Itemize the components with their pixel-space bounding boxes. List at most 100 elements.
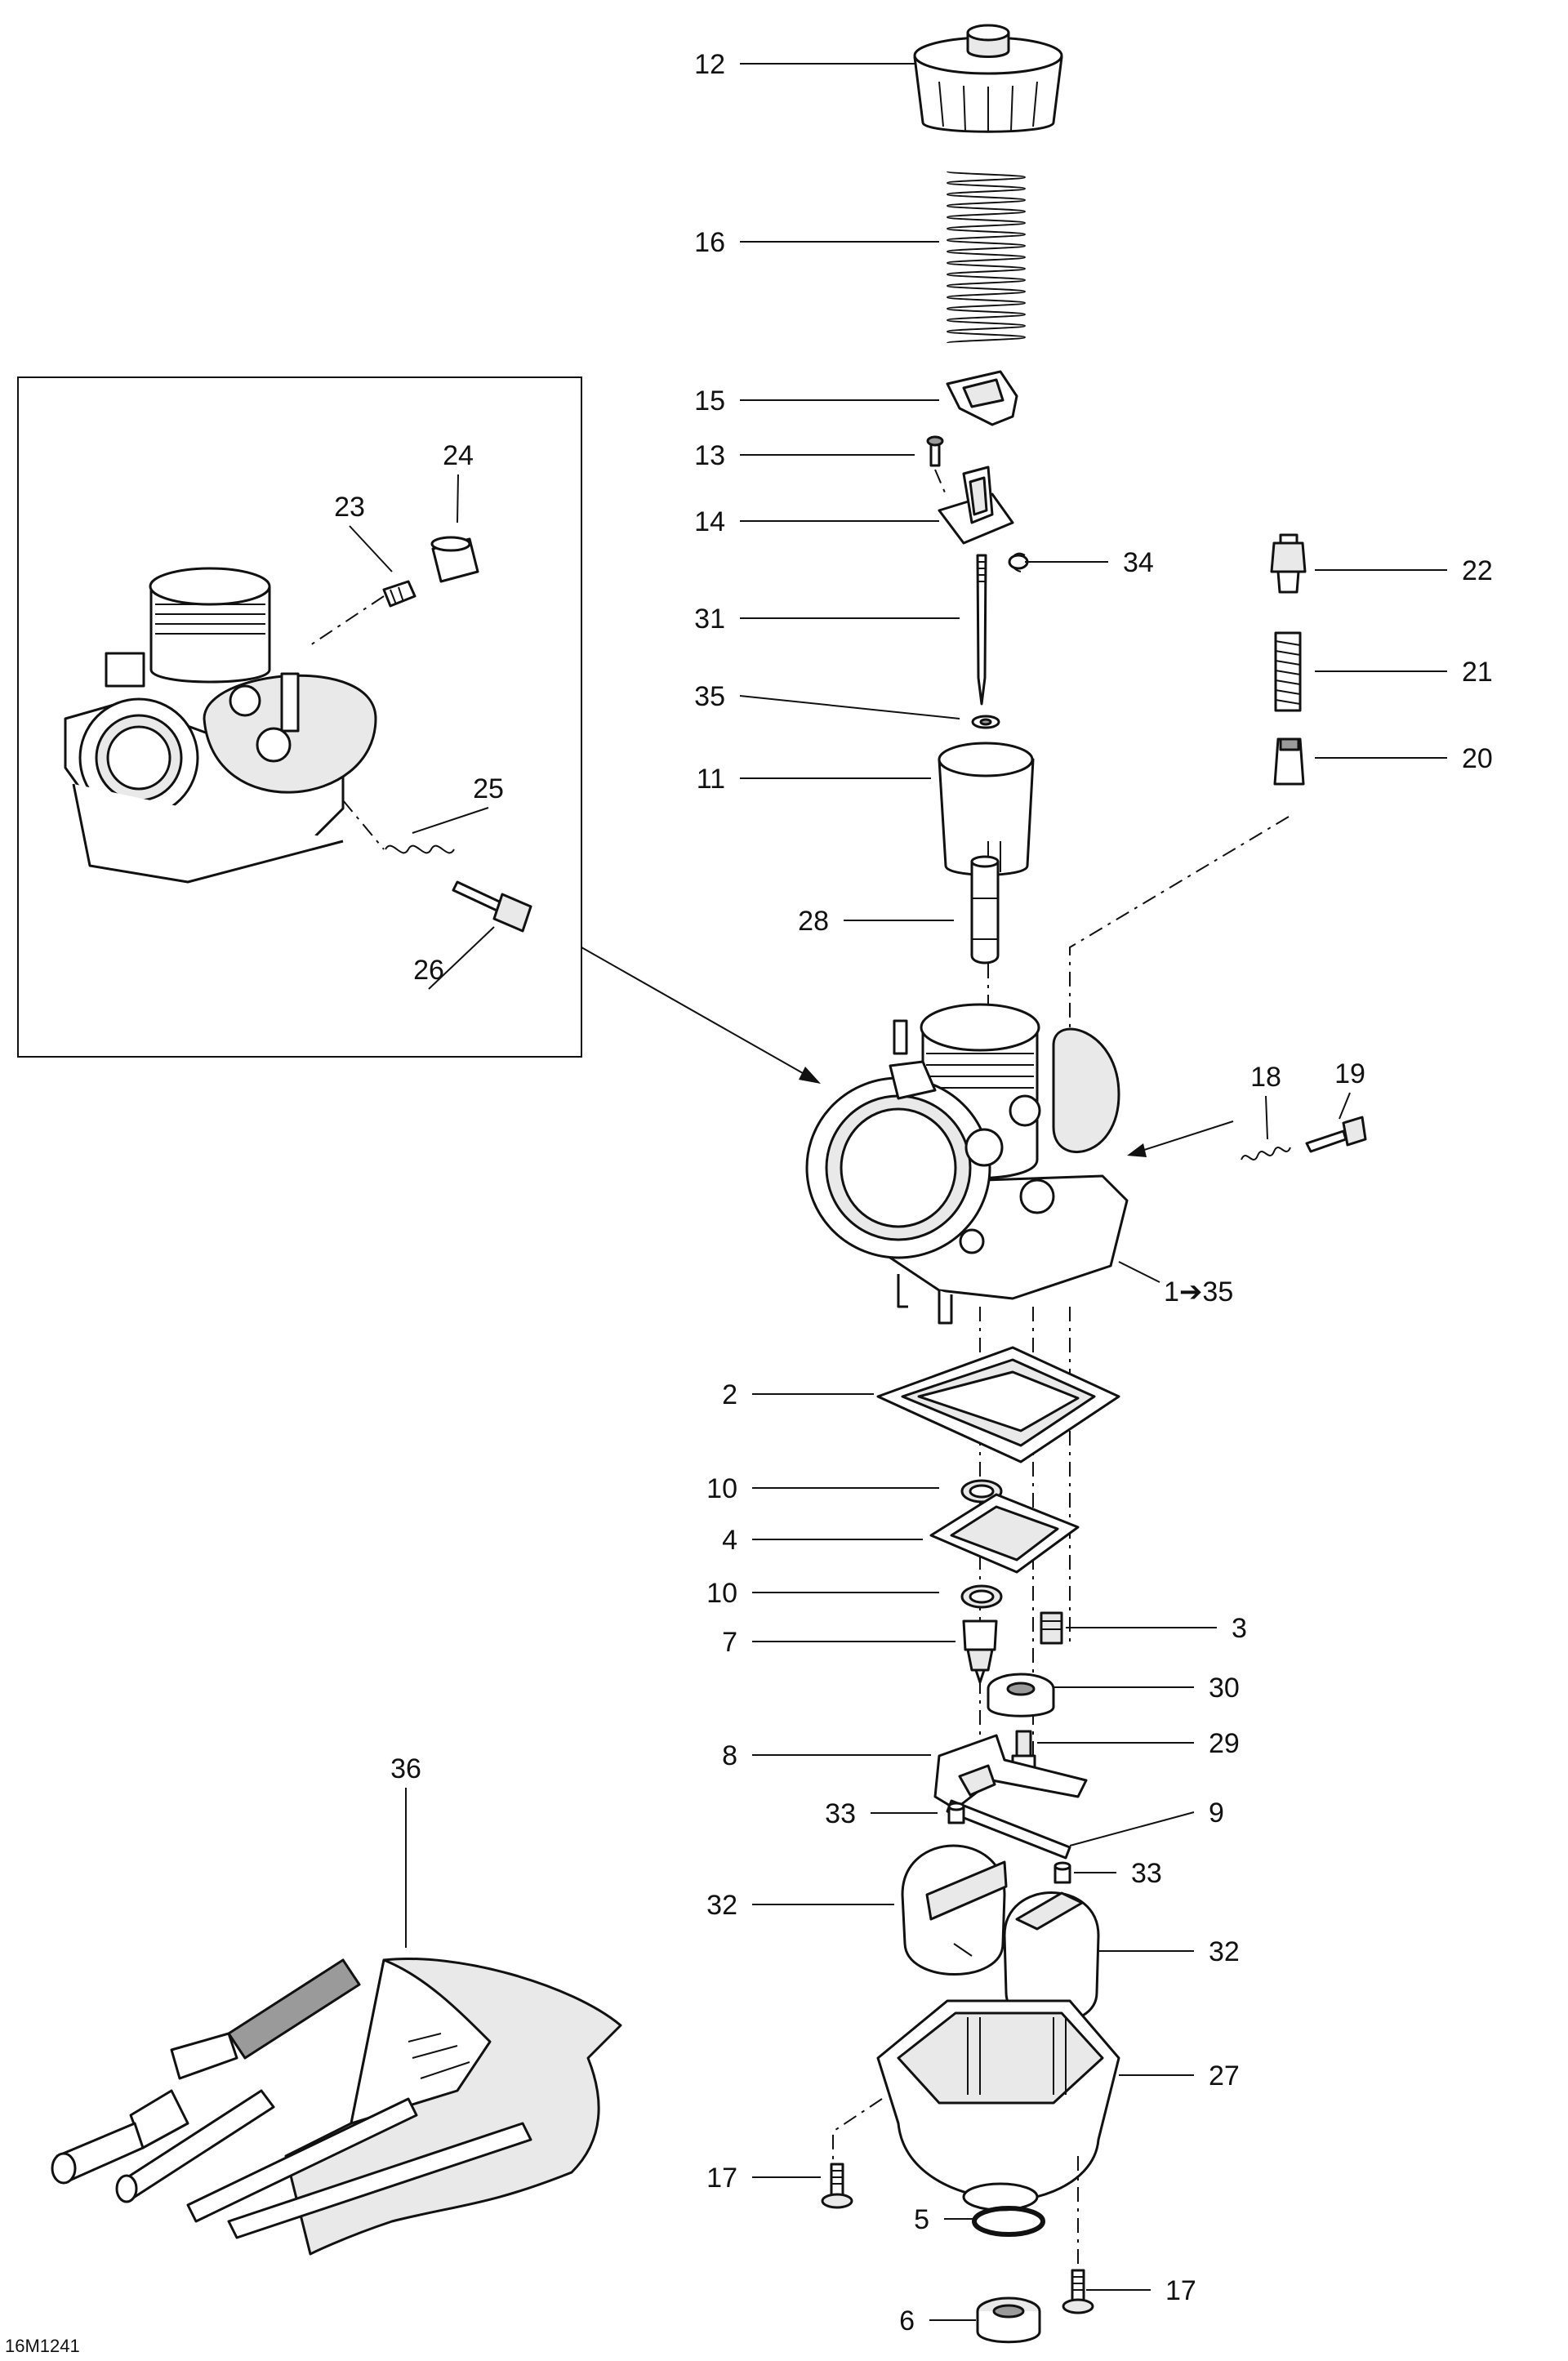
callout-32b: 32 (1098, 1936, 1240, 1967)
callout-label: 32 (706, 1890, 737, 1921)
callout-5: 5 (914, 2204, 976, 2235)
callout-label: 15 (694, 385, 725, 417)
callout-14: 14 (694, 506, 939, 537)
callout-16: 16 (694, 227, 939, 258)
gasket-2 (876, 1346, 1120, 1463)
callout-label: 25 (473, 773, 504, 804)
float-bowl-27 (876, 1999, 1120, 2212)
callout-leader-line (428, 926, 495, 990)
callout-label: 13 (694, 440, 725, 471)
callout-26: 26 (413, 926, 495, 990)
jet-holder-30 (987, 1673, 1055, 1717)
oring-5 (972, 2206, 1045, 2237)
callout-17a: 17 (706, 2163, 821, 2194)
callout-24: 24 (443, 440, 474, 523)
callout-19: 19 (1334, 1058, 1365, 1120)
callout-label: 17 (1165, 2275, 1196, 2306)
callout-leader-line (1339, 1092, 1351, 1120)
callout-leader-line (349, 525, 393, 572)
washer-35 (971, 715, 1000, 729)
rod-28 (970, 855, 1000, 964)
callout-label: 34 (1123, 547, 1154, 578)
callout-label: 9 (1209, 1797, 1224, 1829)
callout-label: 5 (914, 2204, 929, 2235)
plate-4 (929, 1493, 1080, 1574)
callout-label: 22 (1462, 555, 1493, 586)
callout-4: 4 (722, 1525, 923, 1556)
callout-15: 15 (694, 385, 939, 417)
callout-label: 8 (722, 1740, 737, 1771)
callout-30: 30 (1054, 1673, 1240, 1704)
callout-label: 4 (722, 1525, 737, 1556)
callout-31: 31 (694, 604, 960, 635)
callout-13: 13 (694, 440, 915, 471)
callout-34: 34 (1025, 547, 1154, 578)
callout-label: 3 (1232, 1613, 1247, 1644)
callout-11: 11 (697, 764, 931, 795)
callout-label: 10 (706, 1578, 737, 1609)
callout-leader-line (739, 695, 960, 719)
callout-label: 26 (413, 955, 444, 986)
cap-24 (430, 536, 479, 583)
screw-17-left (821, 2163, 853, 2209)
callout-label: 32 (1209, 1936, 1240, 1967)
callout-9: 9 (1069, 1797, 1224, 1846)
oring-10-lower (960, 1584, 1003, 1609)
callout-label: 29 (1209, 1728, 1240, 1759)
callout-label: 23 (334, 492, 365, 523)
plate-14 (938, 466, 1014, 545)
callout-leader-line (412, 807, 489, 834)
callout-23: 23 (334, 492, 393, 572)
callout-label: 10 (706, 1473, 737, 1504)
callout-label: 2 (722, 1379, 737, 1410)
callout-label: 17 (706, 2163, 737, 2194)
detail-inset (17, 376, 582, 1058)
screw-17-right (1062, 2269, 1094, 2314)
callout-label: 28 (798, 906, 829, 937)
cap-33-left (947, 1802, 965, 1824)
jet-23 (382, 580, 416, 608)
inset-carburetor-body (64, 567, 377, 884)
callout-6: 6 (899, 2305, 976, 2336)
callout-label: 24 (443, 440, 474, 471)
callout-10a: 10 (706, 1473, 939, 1504)
callout-label: 7 (722, 1627, 737, 1658)
cap-33-right (1054, 1861, 1071, 1884)
callout-label: 35 (694, 681, 725, 712)
callout-20: 20 (1315, 743, 1493, 774)
callout-17b: 17 (1086, 2275, 1196, 2306)
jet-3 (1040, 1611, 1063, 1645)
callout-label: 20 (1462, 743, 1493, 774)
carburetor-main-body (805, 964, 1129, 1325)
callout-leader-line (1265, 1095, 1268, 1140)
callout-27: 27 (1119, 2060, 1240, 2091)
callout-35: 35 (694, 681, 960, 719)
eclip-34 (1008, 552, 1029, 572)
callout-33b: 33 (1074, 1858, 1162, 1889)
needle-31 (976, 554, 987, 706)
figure-code: 16M1241 (5, 2336, 80, 2356)
callout-label: 33 (825, 1798, 856, 1829)
callout-22: 22 (1315, 555, 1493, 586)
callout-leader-line (1069, 1811, 1195, 1846)
spring-21 (1274, 631, 1302, 712)
top-cap-12 (913, 24, 1063, 133)
callout-32a: 32 (706, 1890, 894, 1921)
callout-7: 7 (722, 1627, 956, 1658)
callout-12: 12 (694, 49, 915, 80)
clip-15 (946, 370, 1018, 426)
callout-29: 29 (1037, 1728, 1240, 1759)
callout-label: 14 (694, 506, 725, 537)
callout-label: 16 (694, 227, 725, 258)
float-arm-8 (933, 1734, 1088, 1811)
cap-20 (1069, 737, 1305, 1062)
callout-leader-line (457, 474, 459, 523)
callout-18: 18 (1250, 1062, 1281, 1140)
screw-22 (1270, 533, 1307, 594)
callout-label: 27 (1209, 2060, 1240, 2091)
callout-21: 21 (1315, 657, 1493, 688)
callout-8: 8 (722, 1740, 931, 1771)
callout-label: 19 (1334, 1058, 1365, 1089)
